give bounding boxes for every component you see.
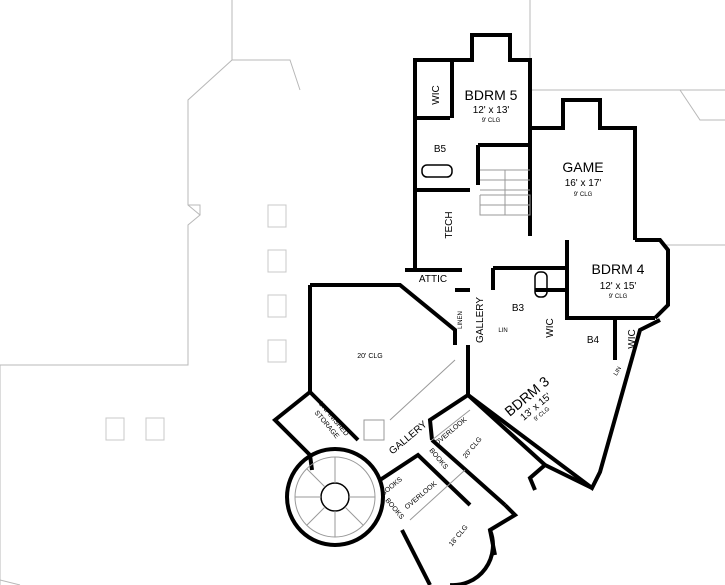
label-wic-b4: WIC (627, 329, 638, 348)
label-wic-bdrm5: WIC (431, 85, 442, 104)
room-size-game: 16' x 17' (565, 178, 602, 189)
label-linen: LINEN (458, 311, 464, 329)
room-bdrm5: BDRM 5 12' x 13' 9' CLG (465, 87, 518, 124)
label-gallery-upper: GALLERY (475, 297, 486, 343)
label-wic-b3: WIC (545, 318, 556, 337)
label-gallery-lower: GALLERY (387, 419, 430, 457)
room-name-game: GAME (562, 159, 603, 175)
room-clg-game: 9' CLG (574, 192, 593, 198)
label-foyer-clg: 20' CLG (462, 436, 484, 460)
label-study-clg: 18' CLG (448, 524, 470, 548)
upper-wing-walls (308, 33, 670, 392)
label-overlook-lower: OVERLOOK (404, 480, 439, 511)
label-b5: B5 (434, 144, 447, 155)
label-b4: B4 (587, 335, 600, 346)
room-clg-bdrm4: 9' CLG (609, 294, 628, 300)
room-name-bdrm4: BDRM 4 (592, 261, 645, 277)
room-bdrm4: BDRM 4 12' x 15' 9' CLG (592, 261, 645, 300)
room-size-bdrm4: 12' x 15' (600, 281, 637, 292)
label-b3: B3 (512, 303, 525, 314)
label-books-left2: BOOKS (383, 497, 405, 521)
room-clg-bdrm5: 9' CLG (482, 118, 501, 124)
room-name-bdrm5: BDRM 5 (465, 87, 518, 103)
label-attic: ATTIC (419, 274, 447, 285)
label-overlook-upper: OVERLOOK (434, 416, 469, 447)
label-lin-b3: LIN (498, 328, 507, 334)
label-unfinished-storage: UNFINISHED STORAGE (313, 400, 350, 440)
label-great-room-clg: 20' CLG (357, 353, 382, 360)
room-game: GAME 16' x 17' 9' CLG (562, 159, 603, 198)
label-lin-b4: LIN (613, 366, 623, 377)
label-tech: TECH (444, 211, 455, 238)
diagonal-wing-walls (272, 318, 661, 585)
room-size-bdrm5: 12' x 13' (473, 105, 510, 116)
